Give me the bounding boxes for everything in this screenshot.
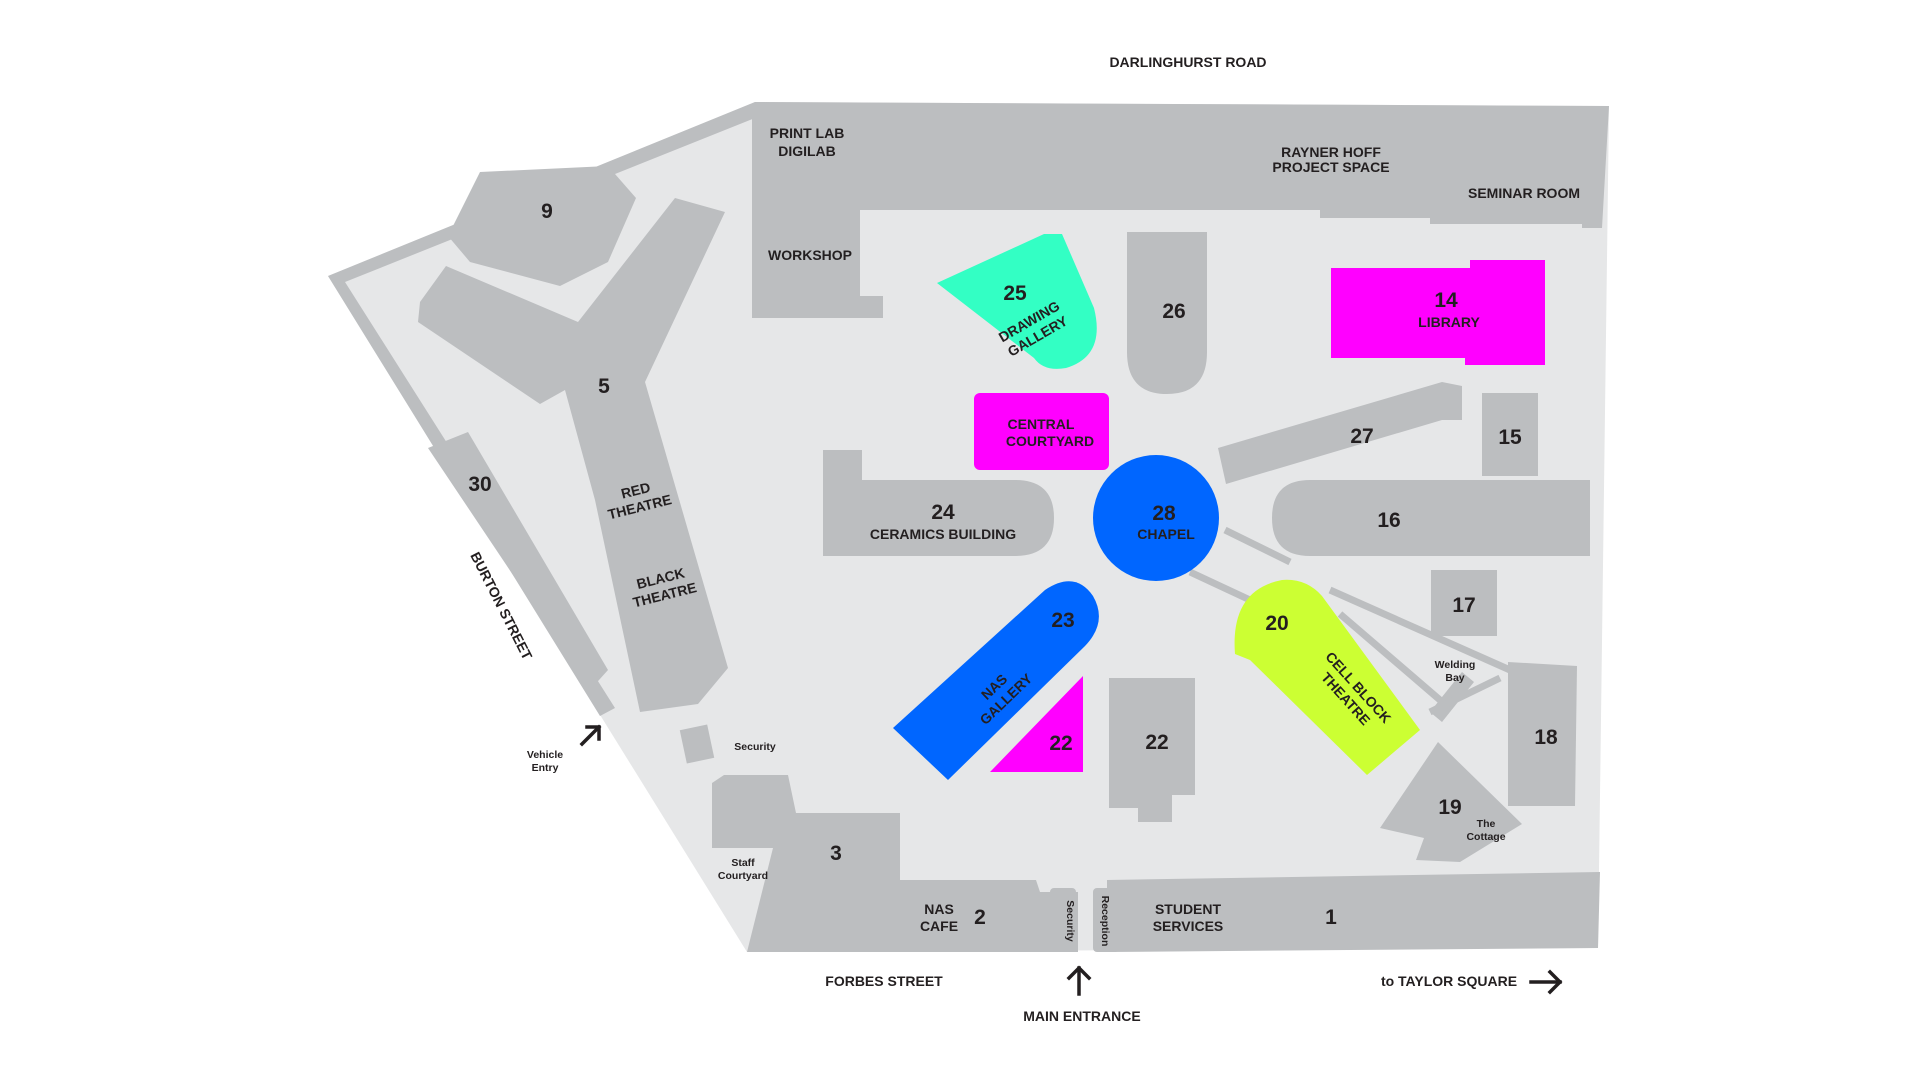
building-number-28: 28 bbox=[1152, 502, 1176, 525]
building-1 bbox=[1107, 872, 1600, 952]
nas-cafe-label-2: CAFE bbox=[920, 918, 958, 934]
building-number-27: 27 bbox=[1350, 425, 1373, 448]
building-number-30: 30 bbox=[468, 473, 491, 496]
main-entrance-label: MAIN ENTRANCE bbox=[1023, 1008, 1140, 1024]
building-20-cell-block-theatre bbox=[1234, 579, 1420, 775]
workshop-label: WORKSHOP bbox=[768, 247, 852, 263]
building-16 bbox=[1272, 480, 1590, 556]
building-19 bbox=[1380, 742, 1522, 862]
rayner-hoff-label: RAYNER HOFF bbox=[1281, 144, 1381, 160]
chapel-label: CHAPEL bbox=[1137, 526, 1195, 542]
path-connectors bbox=[1188, 526, 1512, 716]
svg-text:RED: RED bbox=[619, 479, 652, 502]
central-courtyard-label-1: CENTRAL bbox=[1008, 416, 1075, 432]
building-number-17: 17 bbox=[1452, 594, 1475, 617]
staff-courtyard-label-2: Courtyard bbox=[718, 870, 768, 882]
building-number-3: 3 bbox=[830, 842, 842, 865]
vehicle-entry-label-1: Vehicle bbox=[527, 749, 563, 761]
building-number-18: 18 bbox=[1534, 726, 1558, 749]
building-number-23: 23 bbox=[1051, 609, 1074, 632]
digilab-label: DIGILAB bbox=[778, 143, 836, 159]
building-15 bbox=[1482, 393, 1538, 476]
building-number-5: 5 bbox=[598, 375, 610, 398]
building-number-1: 1 bbox=[1325, 906, 1337, 929]
building-5 bbox=[418, 198, 728, 712]
building-number-20: 20 bbox=[1265, 612, 1288, 635]
building-17 bbox=[1431, 570, 1497, 636]
building-number-26: 26 bbox=[1162, 300, 1185, 323]
print-lab-label: PRINT LAB bbox=[770, 125, 845, 141]
welding-bay-label-2: Bay bbox=[1445, 672, 1464, 684]
building-3 bbox=[712, 775, 900, 882]
building-30 bbox=[428, 432, 608, 690]
building-18 bbox=[1508, 662, 1577, 806]
security-gate-label: Security bbox=[1064, 900, 1076, 942]
building-number-22b: 22 bbox=[1145, 731, 1168, 754]
buildings-layer bbox=[328, 102, 1609, 952]
taylor-square-label: to TAYLOR SQUARE bbox=[1381, 973, 1517, 989]
building-24 bbox=[823, 450, 1054, 556]
security-gate-pillar bbox=[1050, 888, 1076, 952]
building-number-2: 2 bbox=[974, 906, 986, 929]
ceramics-building-label: CERAMICS BUILDING bbox=[870, 526, 1016, 542]
building-number-24: 24 bbox=[931, 501, 955, 524]
north-range-building bbox=[752, 102, 1609, 318]
street-darlinghurst-road: DARLINGHURST ROAD bbox=[1109, 54, 1266, 70]
the-cottage-label-1: The bbox=[1477, 818, 1496, 830]
security-west-label: Security bbox=[734, 741, 776, 753]
building-number-22a: 22 bbox=[1049, 732, 1072, 755]
reception-gate-label: Reception bbox=[1099, 896, 1111, 947]
building-28-chapel bbox=[1093, 455, 1219, 581]
building-number-19: 19 bbox=[1438, 796, 1461, 819]
nas-cafe-label-1: NAS bbox=[924, 901, 954, 917]
central-courtyard bbox=[974, 393, 1109, 470]
building-9 bbox=[448, 166, 636, 286]
building-22-magenta bbox=[990, 676, 1083, 772]
project-space-label: PROJECT SPACE bbox=[1272, 159, 1389, 175]
library-label: LIBRARY bbox=[1418, 314, 1480, 330]
building-23-nas-gallery bbox=[893, 581, 1099, 780]
staff-courtyard-label-1: Staff bbox=[731, 857, 755, 869]
building-number-25: 25 bbox=[1003, 282, 1027, 305]
the-cottage-label-2: Cottage bbox=[1466, 831, 1505, 843]
student-services-label-1: STUDENT bbox=[1155, 901, 1222, 917]
arrow-diagonal-icon bbox=[579, 724, 602, 747]
building-14-library bbox=[1331, 260, 1545, 365]
arrow-right-icon bbox=[1529, 969, 1563, 995]
building-number-16: 16 bbox=[1377, 509, 1400, 532]
arrow-up-icon bbox=[1066, 965, 1092, 996]
building-27 bbox=[1218, 382, 1462, 484]
security-booth-west bbox=[679, 724, 715, 764]
building-25-drawing-gallery bbox=[937, 234, 1097, 369]
central-courtyard-label-2: COURTYARD bbox=[1006, 433, 1094, 449]
welding-bay-label-1: Welding bbox=[1435, 659, 1476, 671]
building-number-9: 9 bbox=[541, 200, 553, 223]
building-22-grey bbox=[1109, 678, 1195, 822]
building-number-15: 15 bbox=[1498, 426, 1522, 449]
building-26 bbox=[1127, 232, 1207, 394]
building-2 bbox=[747, 848, 1078, 952]
vehicle-entry-label-2: Entry bbox=[532, 762, 559, 774]
building-number-14: 14 bbox=[1434, 289, 1458, 312]
student-services-label-2: SERVICES bbox=[1153, 918, 1224, 934]
street-forbes-street: FORBES STREET bbox=[825, 973, 943, 989]
seminar-room-label: SEMINAR ROOM bbox=[1468, 185, 1580, 201]
